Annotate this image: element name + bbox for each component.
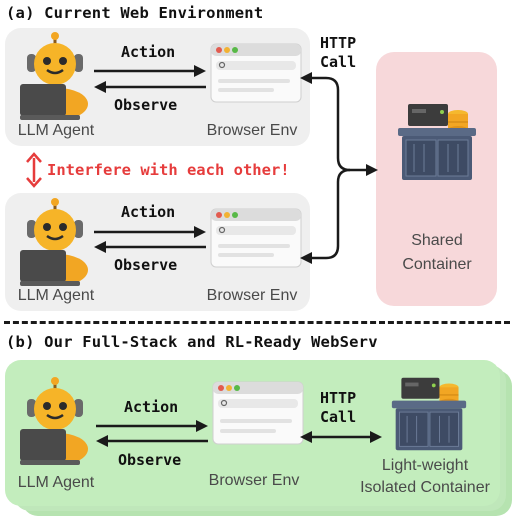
agent-caption: LLM Agent (17, 122, 95, 139)
observe-label: Observe (118, 451, 182, 469)
action-label: Action (121, 203, 176, 221)
http-call-label: HTTP Call (320, 34, 357, 71)
section-b-title: (b) Our Full-Stack and RL-Ready WebServ (6, 333, 378, 351)
observe-arrow (92, 80, 208, 94)
observe-label: Observe (114, 256, 178, 274)
http-double-arrow (300, 429, 382, 445)
action-arrow (94, 419, 210, 433)
robot-agent-icon (16, 32, 94, 122)
browser-window-icon (210, 43, 302, 103)
browser-window-icon (210, 208, 302, 268)
container-icon (386, 374, 472, 454)
http-call-label: HTTP Call (320, 389, 357, 426)
agent-caption: LLM Agent (17, 474, 95, 491)
robot-agent-icon (16, 377, 94, 467)
action-arrow (92, 64, 208, 78)
browser-window-icon (212, 381, 304, 445)
shared-container-caption: Shared Container (402, 232, 472, 273)
section-a-title: (a) Current Web Environment (6, 4, 264, 22)
interfere-label: Interfere with each other! (47, 161, 290, 179)
http-connector-lines (300, 70, 380, 270)
browser-caption: Browser Env (206, 122, 298, 139)
browser-caption: Browser Env (206, 287, 298, 304)
browser-caption: Browser Env (208, 472, 300, 489)
action-arrow (92, 225, 208, 239)
observe-arrow (92, 240, 208, 254)
section-divider (4, 321, 510, 324)
robot-agent-icon (16, 198, 94, 288)
observe-label: Observe (114, 96, 178, 114)
container-icon (394, 100, 480, 184)
isolated-container-caption: Light-weight Isolated Container (360, 457, 490, 496)
observe-arrow (94, 434, 210, 448)
agent-caption: LLM Agent (17, 287, 95, 304)
action-label: Action (124, 398, 179, 416)
interfere-double-arrow (24, 152, 44, 188)
action-label: Action (121, 43, 176, 61)
